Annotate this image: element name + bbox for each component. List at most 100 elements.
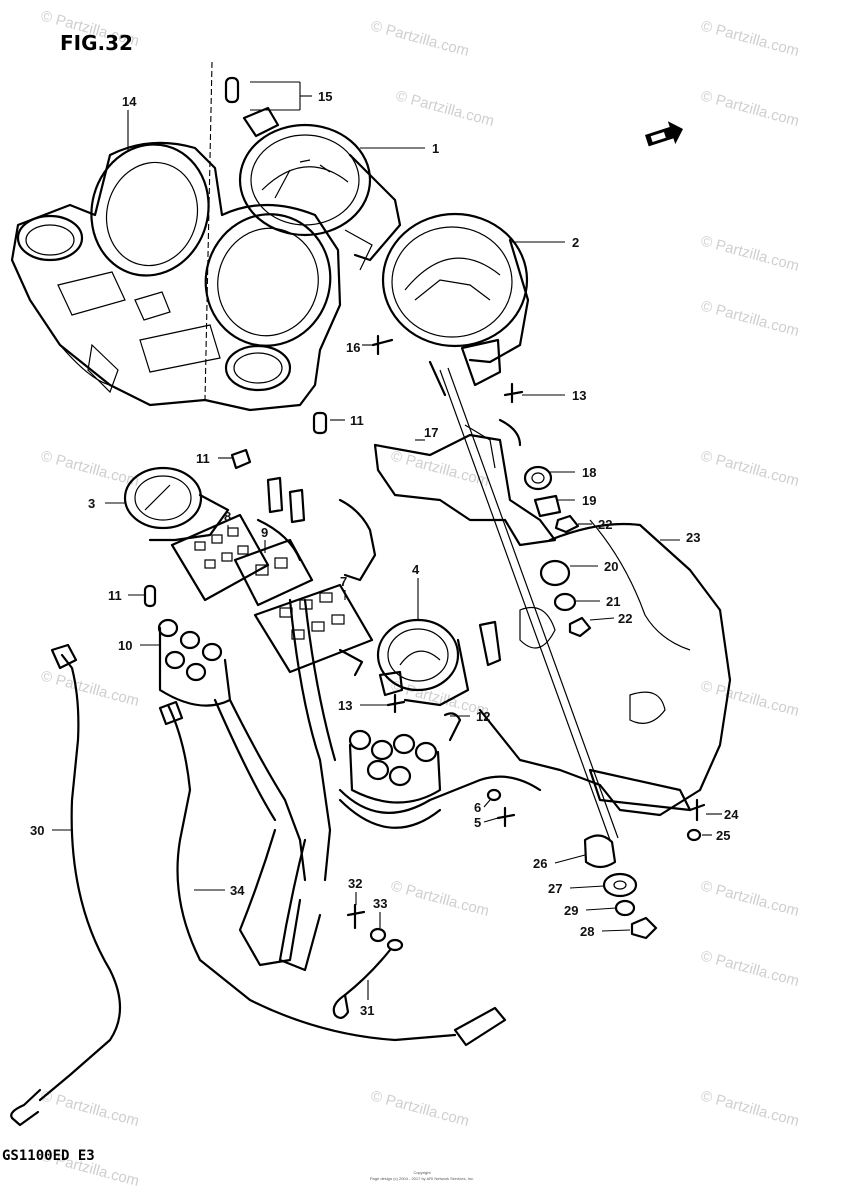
watermark-text: © Partzilla.com	[699, 947, 801, 990]
meter-bracket	[338, 418, 557, 582]
callout-22-lower: 22	[618, 611, 632, 626]
tachometer-cable-34	[158, 700, 507, 1047]
speedometer	[238, 123, 402, 271]
callout-25: 25	[716, 828, 730, 843]
callout-14: 14	[122, 94, 137, 109]
callout-1: 1	[432, 141, 439, 156]
nut-22-lower	[568, 616, 592, 638]
bulb-socket	[224, 76, 280, 138]
callout-3: 3	[88, 496, 95, 511]
model-label: GS1100ED E3	[2, 1148, 95, 1164]
callout-26: 26	[533, 856, 547, 871]
figure-title: FIG.32	[60, 31, 133, 55]
callout-29: 29	[564, 903, 578, 918]
speedometer-cable-30	[10, 643, 121, 1127]
callout-11-mid: 11	[196, 451, 210, 466]
callout-6: 6	[474, 800, 481, 815]
callout-28: 28	[580, 924, 594, 939]
callout-20: 20	[604, 559, 618, 574]
meter-case	[10, 141, 342, 412]
screw-16	[371, 334, 394, 356]
watermark-layer: © Partzilla.com © Partzilla.com © Partzill…	[39, 7, 801, 1190]
watermark-text: © Partzilla.com	[39, 447, 141, 490]
watermark-text: © Partzilla.com	[699, 1087, 801, 1130]
ground-wire-31	[332, 938, 404, 1019]
callout-24: 24	[724, 807, 739, 822]
watermark-text: © Partzilla.com	[394, 87, 496, 130]
cushion-20	[539, 559, 571, 587]
watermark-text: © Partzilla.com	[39, 1087, 141, 1130]
callout-5: 5	[474, 815, 481, 830]
cushion-26	[583, 834, 617, 869]
tachometer	[381, 212, 530, 397]
screw-5	[496, 806, 516, 828]
callout-12: 12	[476, 709, 490, 724]
indicator-bulb	[143, 584, 157, 608]
watermark-text: © Partzilla.com	[699, 87, 801, 130]
callout-4: 4	[412, 562, 420, 577]
socket-cluster-10	[157, 618, 232, 707]
watermark-text: © Partzilla.com	[369, 1087, 471, 1130]
copyright-line-2: Page design (c) 2004 - 2017 by ARI Netwo…	[370, 1176, 474, 1181]
mounting-rod	[439, 367, 619, 841]
callout-labels: 14 15 1 2 16 13 11 11 17 18 19 22 23 20 …	[30, 89, 739, 1018]
washer-27	[602, 872, 638, 898]
watermark-text: © Partzilla.com	[369, 17, 471, 60]
callout-33: 33	[373, 896, 387, 911]
watermark-text: © Partzilla.com	[699, 17, 801, 60]
callout-9: 9	[261, 525, 268, 540]
watermark-text: © Partzilla.com	[699, 232, 801, 275]
callout-7: 7	[340, 574, 347, 589]
washer-6	[486, 788, 502, 802]
watermark-text: © Partzilla.com	[699, 297, 801, 340]
copyright-line-1: Copyright	[413, 1170, 431, 1175]
callout-30: 30	[30, 823, 44, 838]
indicator-bulb	[230, 448, 252, 470]
callout-32: 32	[348, 876, 362, 891]
callout-15: 15	[318, 89, 332, 104]
indicator-panel-8	[170, 513, 270, 602]
socket-cluster-12	[348, 712, 462, 804]
callout-11-lower: 11	[108, 588, 122, 603]
callout-22-upper: 22	[598, 517, 612, 532]
callout-11-upper: 11	[350, 413, 364, 428]
watermark-text: © Partzilla.com	[699, 877, 801, 920]
indicator-bulb	[312, 411, 328, 435]
callout-8: 8	[224, 509, 231, 524]
callout-19: 19	[582, 493, 596, 508]
watermark-text: © Partzilla.com	[389, 877, 491, 920]
callout-17: 17	[424, 425, 438, 440]
wire-harness	[213, 598, 542, 972]
screw-32	[346, 903, 366, 930]
callout-34: 34	[230, 883, 245, 898]
screw-24	[688, 798, 706, 822]
washer-19	[533, 494, 562, 518]
screw-13-upper	[503, 382, 524, 404]
nut-28	[630, 916, 658, 940]
temp-gauge	[123, 466, 230, 542]
watermark-text: © Partzilla.com	[699, 677, 801, 720]
front-arrow-icon	[645, 121, 683, 147]
washer-21	[553, 592, 577, 612]
callout-23: 23	[686, 530, 700, 545]
meter-assembly-drawing	[10, 61, 732, 1127]
washer-29	[614, 899, 636, 917]
callout-13-upper: 13	[572, 388, 586, 403]
indicator-panel-7	[253, 583, 374, 677]
callout-27: 27	[548, 881, 562, 896]
callout-31: 31	[360, 1003, 374, 1018]
washer-33	[369, 927, 387, 943]
callout-16: 16	[346, 340, 360, 355]
callout-21: 21	[606, 594, 620, 609]
grommet-18	[523, 465, 553, 491]
watermark-text: © Partzilla.com	[39, 667, 141, 710]
washer-25	[686, 828, 702, 842]
screw-13-lower	[386, 693, 406, 714]
callout-18: 18	[582, 465, 596, 480]
callout-2: 2	[572, 235, 579, 250]
leader-lines	[52, 61, 722, 1000]
callout-13-lower: 13	[338, 698, 352, 713]
callout-10: 10	[118, 638, 132, 653]
socket-board-9	[233, 476, 314, 607]
